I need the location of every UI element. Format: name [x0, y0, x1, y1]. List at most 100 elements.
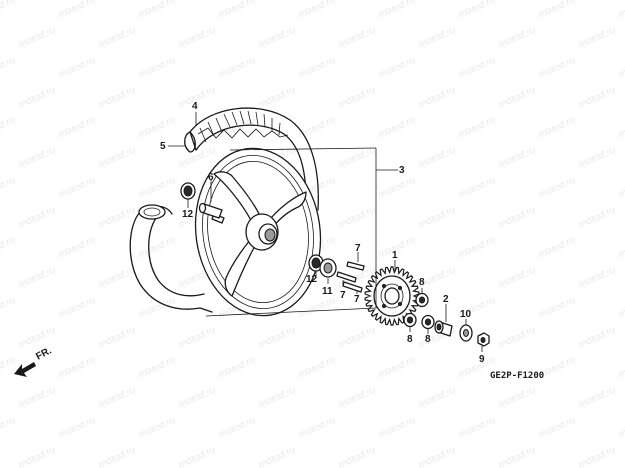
watermark-text: motod.ru	[57, 234, 98, 260]
watermark-text: motod.ru	[577, 324, 618, 350]
watermark-text: motod.ru	[337, 384, 378, 410]
watermark-text: motod.ru	[97, 24, 138, 50]
watermark-text: motod.ru	[17, 384, 58, 410]
watermark-text: motod.ru	[457, 54, 498, 80]
watermark-text: motod.ru	[417, 204, 458, 230]
watermark-text: motod.ru	[0, 114, 18, 140]
watermark-text: motod.ru	[457, 234, 498, 260]
watermark-text: motod.ru	[0, 174, 18, 200]
side-collar	[434, 320, 453, 337]
watermark-text: motod.ru	[417, 144, 458, 170]
watermark-text: motod.ru	[0, 414, 18, 440]
watermark-text: motod.ru	[617, 54, 625, 80]
watermark-text: motod.ru	[497, 444, 538, 468]
watermark-text: motod.ru	[617, 294, 625, 320]
hub-collar	[319, 258, 337, 278]
watermark-text: motod.ru	[57, 414, 98, 440]
watermark-text: motod.ru	[417, 444, 458, 468]
watermark-text: motod.ru	[537, 54, 578, 80]
watermark-text: motod.ru	[457, 114, 498, 140]
callout-10: 10	[460, 309, 472, 320]
watermark-text: motod.ru	[137, 414, 178, 440]
watermark-text: motod.ru	[377, 414, 418, 440]
watermark-text: motod.ru	[297, 354, 338, 380]
watermark-text: motod.ru	[177, 324, 218, 350]
callout-4: 4	[192, 101, 198, 112]
watermark-text: motod.ru	[417, 84, 458, 110]
callout-2: 2	[443, 294, 449, 305]
watermark-text: motod.ru	[137, 174, 178, 200]
callout-7-mid: 7	[340, 290, 346, 301]
watermark-text: motod.ru	[457, 0, 498, 21]
watermark-text: motod.ru	[97, 144, 138, 170]
watermark-text: motod.ru	[17, 324, 58, 350]
watermark-text: motod.ru	[0, 354, 18, 380]
watermark-text: motod.ru	[137, 54, 178, 80]
watermark-text: motod.ru	[57, 294, 98, 320]
leader-lines	[168, 112, 483, 352]
watermark-text: motod.ru	[57, 0, 98, 21]
tyre	[184, 107, 319, 211]
watermark-text: motod.ru	[577, 384, 618, 410]
watermark-text: motod.ru	[217, 354, 258, 380]
watermark-text: motod.ru	[617, 414, 625, 440]
wheel-rim	[194, 147, 322, 317]
watermark-text: motod.ru	[0, 234, 18, 260]
watermark-text: motod.ru	[137, 0, 178, 21]
watermark-text: motod.ru	[57, 54, 98, 80]
callout-1: 1	[392, 250, 398, 261]
watermark-text: motod.ru	[377, 0, 418, 21]
watermark-text: motod.ru	[337, 204, 378, 230]
axle-nut	[477, 332, 490, 347]
callout-12-right: 12	[306, 274, 318, 285]
watermark-text: motod.ru	[577, 24, 618, 50]
watermark-text: motod.ru	[217, 54, 258, 80]
watermark-text: motod.ru	[57, 354, 98, 380]
tyre-tread-pattern	[197, 110, 289, 143]
watermark-text: motod.ru	[497, 264, 538, 290]
watermark-text: motod.ru	[617, 0, 625, 21]
watermark-text: motod.ru	[297, 114, 338, 140]
watermark-text: motod.ru	[217, 114, 258, 140]
watermark-text: motod.ru	[377, 354, 418, 380]
watermark-text: motod.ru	[137, 114, 178, 140]
watermark-text: motod.ru	[257, 84, 298, 110]
watermark-text: motod.ru	[297, 294, 338, 320]
watermark-text: motod.ru	[497, 144, 538, 170]
watermark-text: motod.ru	[257, 24, 298, 50]
watermark-text: motod.ru	[377, 114, 418, 140]
rear-sprocket	[364, 266, 420, 326]
watermark-text: motod.ru	[497, 384, 538, 410]
watermark-text: motod.ru	[97, 204, 138, 230]
watermark-text: motod.ru	[297, 0, 338, 21]
watermark-text: motod.ru	[617, 174, 625, 200]
callout-8-top: 8	[419, 277, 425, 288]
swingarm-outline	[129, 204, 213, 313]
callout-7-top: 7	[355, 243, 361, 254]
axle-spacer	[198, 202, 223, 219]
watermark-text: motod.ru	[617, 234, 625, 260]
watermark-text: motod.ru	[337, 444, 378, 468]
watermark-text: motod.ru	[577, 84, 618, 110]
watermark-text: motod.ru	[417, 384, 458, 410]
watermark-text: motod.ru	[97, 264, 138, 290]
bearing-left	[180, 182, 196, 200]
sprocket-nut-c	[421, 314, 435, 330]
watermark-text: motod.ru	[577, 204, 618, 230]
watermark-text: motod.ru	[17, 144, 58, 170]
watermark-text: motod.ru	[0, 54, 18, 80]
callout-5: 5	[160, 141, 166, 152]
callout-7-low: 7	[354, 294, 360, 305]
watermark-text: motod.ru	[457, 174, 498, 200]
watermark-text: motod.ru	[17, 84, 58, 110]
watermark-text: motod.ru	[537, 294, 578, 320]
watermark-text: motod.ru	[337, 324, 378, 350]
sprocket-bolts	[336, 261, 365, 293]
callout-3: 3	[399, 165, 405, 176]
callout-6: 6	[208, 172, 214, 183]
watermark-text: motod.ru	[257, 444, 298, 468]
washer	[459, 324, 473, 342]
watermark-text: motod.ru	[137, 354, 178, 380]
